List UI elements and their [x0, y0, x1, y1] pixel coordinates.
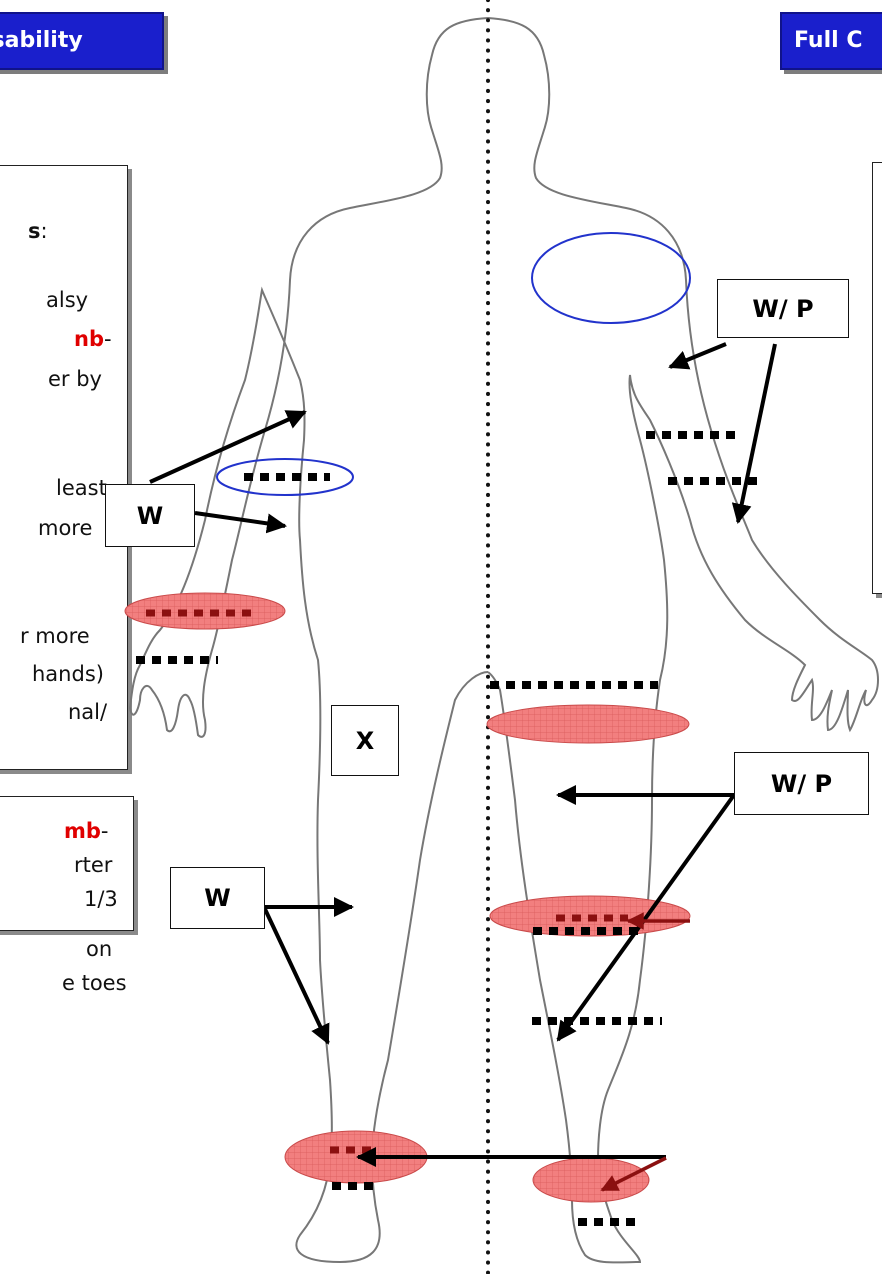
body-outline-left [130, 18, 488, 1262]
ankle-right-red-oval [533, 1158, 649, 1202]
label-wp-leg: W/ P [734, 752, 869, 815]
arrow-w-leg-shin [264, 907, 328, 1043]
thigh-red-oval [487, 705, 689, 743]
cut-lines [136, 435, 758, 1222]
body-outline [130, 18, 878, 1262]
label-wp-arm: W/ P [717, 279, 849, 338]
body-outline-right [488, 18, 878, 1262]
arrow-w-arm-upper [150, 412, 305, 482]
label-w-arm: W [105, 484, 195, 547]
shoulder-outline-oval [532, 233, 690, 323]
arrows [150, 344, 775, 1157]
label-w-leg: W [170, 867, 265, 929]
arrow-wp-arm-left [670, 344, 726, 367]
label-x-center: X [331, 705, 399, 776]
arrow-wp-arm-down [738, 344, 775, 522]
